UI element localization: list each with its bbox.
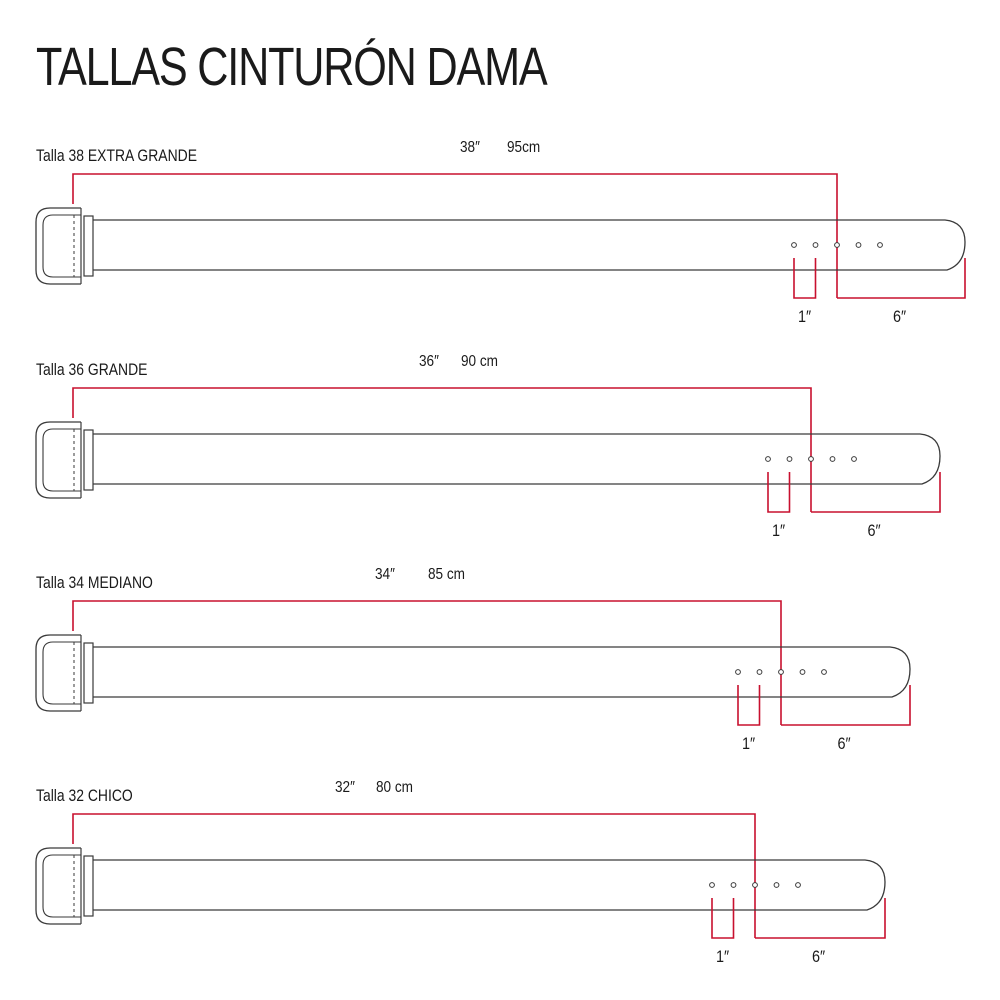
tip-length-label: 6″ — [868, 522, 882, 540]
hole-spacing-label: 1″ — [798, 308, 812, 326]
buckle-frame-inner — [42, 428, 81, 492]
belt-group: Talla 34 MEDIANO 34″ 85 cm 1″ 6″ — [35, 566, 911, 753]
belt-group: Talla 32 CHICO 32″ 80 cm 1″ 6″ — [35, 779, 886, 966]
belt-hole — [791, 242, 797, 248]
belt-strap — [93, 219, 966, 271]
belt-hole — [786, 456, 793, 462]
size-label: Talla 32 CHICO — [36, 787, 133, 806]
total-length-bracket — [72, 173, 838, 298]
hole-spacing-label: 1″ — [772, 522, 786, 540]
belt-keeper — [83, 855, 94, 917]
belt-hole — [877, 242, 883, 248]
belt-hole — [799, 669, 806, 675]
length-cm: 95cm — [507, 139, 540, 156]
page-title: TALLAS CINTURÓN DAMA — [36, 37, 548, 97]
belt-hole — [851, 456, 857, 462]
belt-strap — [93, 433, 941, 485]
total-length-bracket — [72, 813, 756, 938]
tip-length-bracket — [755, 898, 886, 939]
tip-length-bracket — [837, 258, 966, 299]
buckle-frame-inner — [42, 854, 81, 918]
tip-length-bracket — [811, 472, 941, 513]
belt-hole — [773, 882, 780, 888]
belt-hole — [808, 456, 814, 462]
belt-hole — [812, 242, 819, 248]
buckle-frame — [35, 634, 81, 712]
length-cm: 90 cm — [461, 353, 498, 370]
buckle-frame — [35, 847, 81, 925]
belt-hole — [855, 242, 862, 248]
length-cm: 80 cm — [376, 779, 413, 796]
belt-group: Talla 36 GRANDE 36″ 90 cm 1″ 6″ — [35, 353, 941, 540]
belt-strap — [93, 859, 886, 911]
hole-spacing-bracket — [793, 258, 817, 299]
hole-spacing-bracket — [711, 898, 735, 939]
belt-strap — [93, 646, 911, 698]
belt-hole — [709, 882, 715, 888]
belt-hole — [735, 669, 741, 675]
size-label: Talla 34 MEDIANO — [36, 574, 153, 593]
total-length-bracket — [72, 600, 782, 725]
length-inches: 32″ — [335, 779, 355, 796]
length-inches: 34″ — [375, 566, 395, 583]
belt-keeper — [83, 642, 94, 704]
belt-hole — [829, 456, 836, 462]
belt-hole — [821, 669, 827, 675]
size-label: Talla 36 GRANDE — [36, 361, 147, 380]
belt-keeper — [83, 215, 94, 277]
belt-hole — [795, 882, 801, 888]
tip-length-bracket — [781, 685, 911, 726]
length-inches: 38″ — [460, 139, 480, 156]
tip-length-label: 6″ — [893, 308, 907, 326]
buckle-frame — [35, 421, 81, 499]
length-inches: 36″ — [419, 353, 439, 370]
total-length-bracket — [72, 387, 812, 512]
hole-spacing-label: 1″ — [742, 735, 756, 753]
hole-spacing-bracket — [767, 472, 791, 513]
belt-hole — [765, 456, 771, 462]
belt-group: Talla 38 EXTRA GRANDE 38″ 95cm 1″ 6″ — [35, 139, 966, 326]
size-label: Talla 38 EXTRA GRANDE — [36, 147, 197, 166]
buckle-frame-inner — [42, 641, 81, 705]
belt-keeper — [83, 429, 94, 491]
belt-hole — [730, 882, 737, 888]
hole-spacing-label: 1″ — [716, 948, 730, 966]
belt-hole — [778, 669, 784, 675]
length-cm: 85 cm — [428, 566, 465, 583]
belt-hole — [756, 669, 763, 675]
hole-spacing-bracket — [737, 685, 761, 726]
belt-hole — [834, 242, 840, 248]
tip-length-label: 6″ — [838, 735, 852, 753]
buckle-frame-inner — [42, 214, 81, 278]
tip-length-label: 6″ — [812, 948, 826, 966]
belt-hole — [752, 882, 758, 888]
buckle-frame — [35, 207, 81, 285]
